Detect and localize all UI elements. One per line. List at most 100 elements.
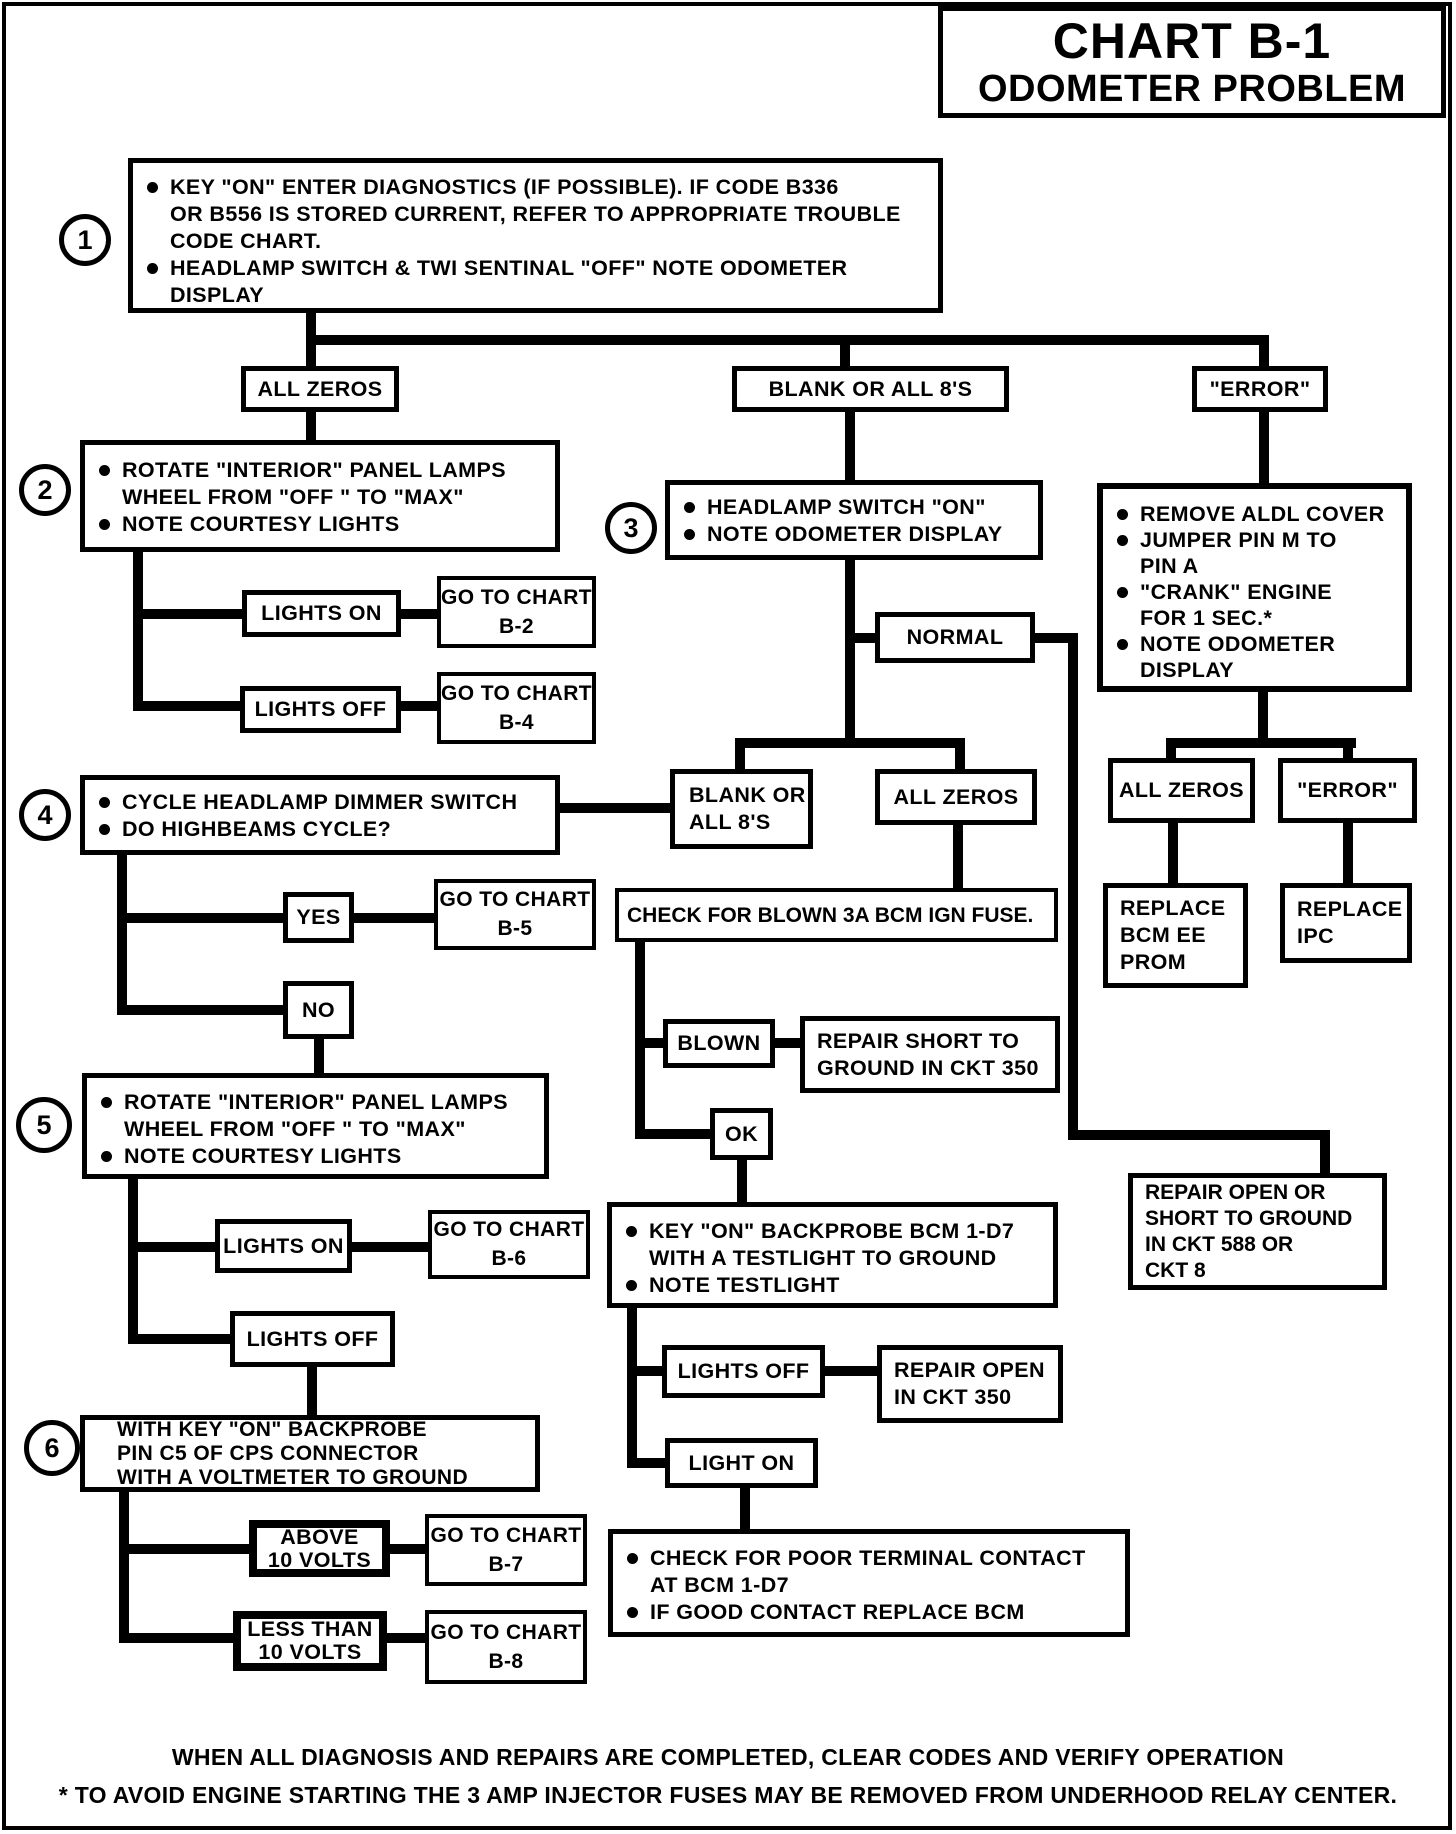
goto-line2: B-8 [488, 1649, 524, 1673]
connector [128, 1179, 138, 1339]
goto-line1: GO TO CHART [439, 888, 591, 911]
bullet-dot [684, 529, 695, 540]
node-label: YES [296, 905, 341, 929]
step1-bullet-2: HEADLAMP SWITCH & TWI SENTINAL "OFF" NOT… [170, 256, 848, 307]
node-label: CHECK FOR BLOWN 3A BCM IGN FUSE. [627, 903, 1034, 927]
connector [845, 410, 855, 480]
above-10v-node: ABOVE 10 VOLTS [249, 1520, 390, 1577]
connector [387, 1633, 425, 1643]
connector [401, 609, 437, 619]
connector [133, 552, 143, 710]
goto-chart-b2: GO TO CHART B-2 [437, 576, 596, 648]
bullet-dot [147, 263, 158, 274]
node-label: REPAIR OPEN OR SHORT TO GROUND IN CKT 58… [1145, 1180, 1353, 1282]
bullet-dot [1117, 587, 1128, 598]
repair-open-ckt350-box: REPAIR OPEN IN CKT 350 [877, 1345, 1063, 1423]
node-label: REPLACE BCM EE PROM [1120, 896, 1226, 974]
node-label: NORMAL [906, 625, 1004, 649]
bullet-dot [627, 1607, 638, 1618]
bullet-item: NOTE ODOMETER DISPLAY [684, 521, 1030, 548]
bullet-item: HEADLAMP SWITCH "ON" [684, 494, 1030, 521]
bullet-item: NOTE COURTESY LIGHTS [101, 1143, 536, 1170]
node-label: BLOWN [677, 1031, 761, 1055]
connector [1166, 738, 1356, 748]
connector [1343, 738, 1353, 758]
step5-bullet-1: ROTATE "INTERIOR" PANEL LAMPS WHEEL FROM… [124, 1090, 508, 1141]
goto-line1: GO TO CHART [441, 681, 593, 705]
connector [627, 1366, 662, 1376]
connector [1168, 823, 1178, 883]
step-circle-2: 2 [19, 464, 71, 516]
bullet-dot [99, 824, 110, 835]
bullet-item: DO HIGHBEAMS CYCLE? [99, 816, 547, 843]
step-circle-1: 1 [59, 214, 111, 266]
bullet-dot [1117, 509, 1128, 520]
connector [306, 335, 1269, 345]
goto-line1: GO TO CHART [441, 585, 593, 609]
error-result-all-zeros: ALL ZEROS [1108, 758, 1255, 823]
bullet-dot [99, 519, 110, 530]
connector [1035, 633, 1078, 643]
node-label: REPAIR SHORT TO GROUND IN CKT 350 [817, 1028, 1039, 1080]
bullet-dot [626, 1280, 637, 1291]
step5-box: ROTATE "INTERIOR" PANEL LAMPS WHEEL FROM… [82, 1073, 549, 1179]
footer-note-1: WHEN ALL DIAGNOSIS AND REPAIRS ARE COMPL… [171, 1744, 1285, 1770]
footer-note-2: * TO AVOID ENGINE STARTING THE 3 AMP INJ… [58, 1782, 1398, 1808]
branch-label: BLANK OR ALL 8'S [768, 376, 973, 401]
goto-line1: GO TO CHART [430, 1523, 582, 1547]
bullet-item: CHECK FOR POOR TERMINAL CONTACT AT BCM 1… [627, 1545, 1117, 1599]
bullet-dot [1117, 639, 1128, 650]
connector [119, 1544, 249, 1554]
no-node: NO [283, 981, 354, 1039]
goto-chart-b7: GO TO CHART B-7 [425, 1514, 587, 1586]
goto-chart-b5: GO TO CHART B-5 [434, 879, 596, 950]
chart-title: CHART B-1 [1052, 13, 1332, 69]
bullet-item: REMOVE ALDL COVER [1117, 501, 1398, 527]
step4-box: CYCLE HEADLAMP DIMMER SWITCH DO HIGHBEAM… [80, 775, 560, 855]
normal-node: NORMAL [875, 612, 1035, 663]
goto-line2: B-2 [498, 614, 535, 638]
lights-on-node: LIGHTS ON [242, 590, 401, 637]
result-all-zeros: ALL ZEROS [875, 769, 1037, 825]
bullet-dot [627, 1553, 638, 1564]
connector [1343, 823, 1353, 883]
goto-line2: B-7 [488, 1552, 524, 1576]
connector [775, 1038, 800, 1048]
step2-bullet-2: NOTE COURTESY LIGHTS [122, 512, 400, 536]
step1-bullet-1: KEY "ON" ENTER DIAGNOSTICS (IF POSSIBLE)… [170, 175, 901, 253]
step-circle-5: 5 [16, 1097, 72, 1153]
yes-node: YES [283, 892, 354, 943]
step5-bullet-2: NOTE COURTESY LIGHTS [124, 1144, 402, 1168]
step3-bullet-2: NOTE ODOMETER DISPLAY [707, 522, 1003, 546]
branch-label: ALL ZEROS [257, 376, 383, 401]
connector [401, 701, 437, 711]
bullet-dot [684, 502, 695, 513]
step6-box: WITH KEY "ON" BACKPROBE PIN C5 OF CPS CO… [80, 1415, 540, 1492]
goto-line2: B-5 [497, 917, 533, 940]
step1-box: KEY "ON" ENTER DIAGNOSTICS (IF POSSIBLE)… [128, 158, 943, 313]
check-fuse-box: CHECK FOR BLOWN 3A BCM IGN FUSE. [615, 888, 1058, 942]
branch-all-zeros: ALL ZEROS [241, 366, 399, 412]
connector [117, 1005, 283, 1015]
bullet-item: "CRANK" ENGINE FOR 1 SEC.* [1117, 579, 1398, 631]
backprobe-testlight-box: KEY "ON" BACKPROBE BCM 1-D7 WITH A TESTL… [607, 1202, 1058, 1308]
step-circle-6: 6 [24, 1420, 80, 1476]
connector [314, 1039, 324, 1073]
connector [735, 738, 745, 769]
final-bullet-1: CHECK FOR POOR TERMINAL CONTACT AT BCM 1… [650, 1546, 1086, 1597]
node-label: LIGHTS OFF [246, 1326, 379, 1351]
connector [133, 609, 243, 619]
bullet-item: HEADLAMP SWITCH & TWI SENTINAL "OFF" NOT… [147, 255, 930, 309]
node-label: OK [724, 1121, 759, 1146]
step6-text: WITH KEY "ON" BACKPROBE PIN C5 OF CPS CO… [117, 1417, 469, 1489]
connector [845, 633, 875, 643]
bullet-dot [101, 1151, 112, 1162]
lights-on-node-2: LIGHTS ON [215, 1219, 352, 1273]
branch-error: "ERROR" [1192, 366, 1328, 412]
error-bullet-1: REMOVE ALDL COVER [1140, 502, 1385, 526]
backprobe-bullet-2: NOTE TESTLIGHT [649, 1273, 840, 1297]
step3-bullet-1: HEADLAMP SWITCH "ON" [707, 495, 986, 519]
bullet-item: CYCLE HEADLAMP DIMMER SWITCH [99, 789, 547, 816]
replace-ipc-box: REPLACE IPC [1280, 883, 1412, 963]
